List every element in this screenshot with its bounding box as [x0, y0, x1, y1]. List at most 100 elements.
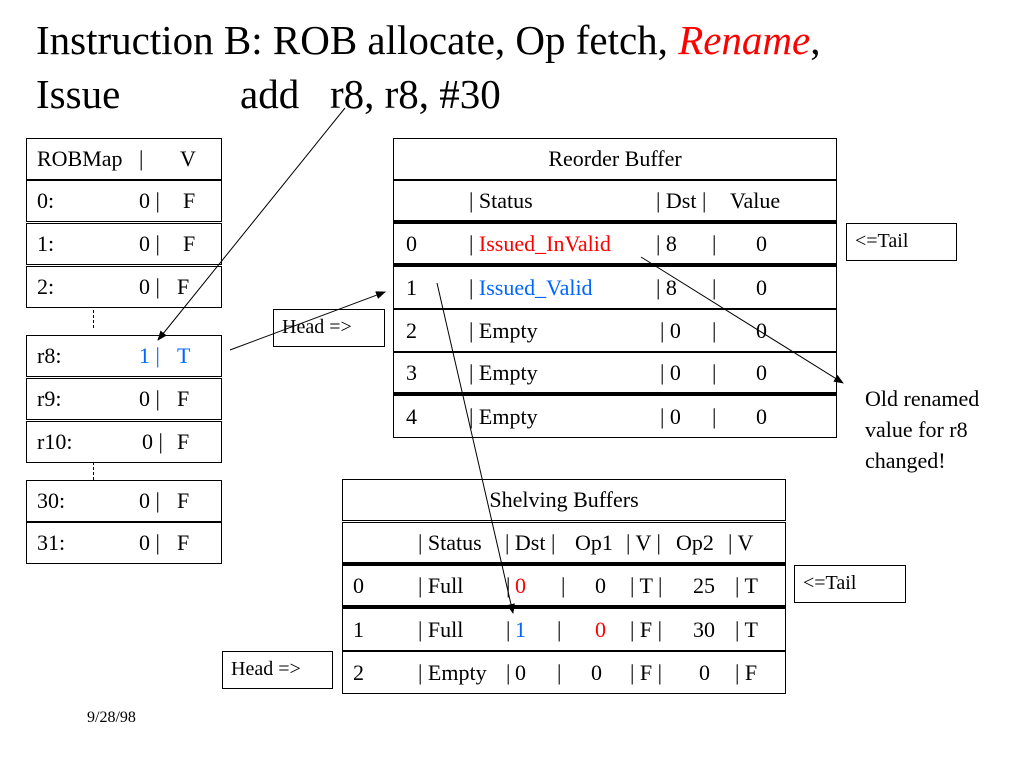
sb-v2: | F — [735, 659, 758, 685]
rob-status: | Empty — [469, 403, 538, 429]
sb-op2: 30 — [693, 616, 715, 642]
sb-sep: | — [506, 572, 511, 598]
robmap-rob-index: 0 | — [139, 488, 160, 513]
robmap-reg: 2: — [37, 274, 55, 299]
sb-dst: 0 — [515, 572, 526, 598]
rob-col-value: Value — [730, 187, 781, 213]
robmap-reg: r10: — [37, 429, 73, 454]
shelving-title-text: Shelving Buffers — [489, 487, 639, 512]
title-instruction: add r8, r8, #30 — [240, 71, 501, 117]
sb-row: 0 | Full | 0 | 0 | T | 25 | T — [342, 565, 786, 608]
sb-status: | Empty — [418, 659, 487, 685]
robmap-reg: r9: — [37, 386, 62, 411]
robmap-row: 0: 0 | F — [26, 180, 222, 222]
robmap-valid: F — [183, 188, 196, 213]
rob-dst: | 8 — [656, 230, 677, 256]
sb-v1: | F | — [630, 616, 663, 642]
sb-sep: | — [561, 572, 566, 598]
robmap-row: 2: 0 | F — [26, 266, 222, 308]
rob-row: 1 | Issued_Valid | 8 | 0 — [393, 266, 837, 309]
sb-dst: 0 — [515, 659, 526, 685]
sb-col-op1: Op1 — [575, 529, 613, 555]
title-comma: , — [810, 17, 821, 63]
rob-row: 4 | Empty | 0 | 0 — [393, 395, 837, 438]
ellipsis-divider — [93, 310, 94, 328]
rob-col-status: | Status — [469, 187, 533, 213]
sb-dst: 1 — [515, 616, 526, 642]
sb-status: | Full — [418, 572, 464, 598]
robmap-rob-index: 0 | — [142, 429, 163, 454]
rob-header: | Status| Dst |Value — [393, 180, 837, 223]
robmap-row: r9: 0 | F — [26, 378, 222, 420]
rob-index: 1 — [406, 274, 417, 300]
robmap-reg: r8: — [37, 343, 62, 368]
robmap-valid: F — [183, 231, 196, 256]
robmap-rob-index: 0 | — [139, 386, 160, 411]
arrow-rob1-to-sb-dst — [436, 282, 515, 614]
title-issue: Issue — [36, 71, 121, 117]
robmap-rob-index: 1 | — [139, 343, 160, 368]
rob-row: 0 | Issued_InValid | 8 | 0 — [393, 223, 837, 266]
robmap-header-v: V — [180, 146, 196, 171]
arrow-r8-to-robmap — [157, 107, 346, 341]
sb-col-v1: | V | — [626, 529, 661, 555]
robmap-valid: F — [177, 429, 190, 454]
rob-sep: | — [712, 274, 717, 300]
robmap-header-label: ROBMap | — [37, 146, 144, 171]
sb-status: | Full — [418, 616, 464, 642]
sb-sep: | — [557, 659, 562, 685]
robmap-reg: 31: — [37, 530, 66, 555]
rob-index: 3 — [406, 359, 417, 385]
robmap-rob-index: 0 | — [139, 274, 160, 299]
rob-index: 4 — [406, 403, 417, 429]
robmap-rob-index: 0 | — [139, 231, 160, 256]
sb-sep: | — [557, 616, 562, 642]
sb-op1: 0 — [595, 572, 606, 598]
rob-status: | Empty — [469, 359, 538, 385]
sb-sep: | — [506, 659, 511, 685]
arrow-rob0-to-note — [640, 256, 844, 384]
sb-tail-label: <=Tail — [794, 565, 906, 603]
rob-value: 0 — [756, 230, 767, 256]
sb-row: 1 | Full | 1 | 0 | F | 30 | T — [342, 608, 786, 651]
robmap-valid: F — [177, 488, 190, 513]
rob-sep: | — [712, 317, 717, 343]
robmap-valid: T — [177, 343, 191, 368]
rob-index: 2 — [406, 317, 417, 343]
rob-sep: | — [712, 403, 717, 429]
robmap-row: r8: 1 | T — [26, 335, 222, 377]
rob-value: 0 — [756, 403, 767, 429]
rob-row: 3 | Empty | 0 | 0 — [393, 352, 837, 395]
slide-title-line1: Instruction B: ROB allocate, Op fetch, R… — [36, 16, 821, 64]
robmap-rob-index: 0 | — [139, 188, 160, 213]
robmap-reg: 1: — [37, 231, 55, 256]
sb-row: 2 | Empty | 0 | 0 | F | 0 | F — [342, 651, 786, 694]
robmap-valid: F — [177, 530, 190, 555]
robmap-valid: F — [177, 386, 190, 411]
rob-sep: | — [712, 359, 717, 385]
title-text: Instruction B: ROB allocate, Op fetch, — [36, 17, 679, 63]
rob-value: 0 — [756, 359, 767, 385]
sb-col-status: | Status — [418, 529, 482, 555]
rob-row: 2 | Empty | 0 | 0 — [393, 309, 837, 352]
sb-v2: | T — [735, 616, 758, 642]
rob-dst: | 0 — [660, 359, 681, 385]
rob-status: | Empty — [469, 317, 538, 343]
rob-dst: | 0 — [660, 403, 681, 429]
rob-status: | Issued_InValid — [469, 230, 611, 256]
robmap-row: r10: 0 | F — [26, 421, 222, 463]
sb-index: 2 — [353, 659, 364, 685]
sb-col-dst: | Dst | — [505, 529, 556, 555]
sb-head-label: Head => — [222, 651, 333, 689]
robmap-row: 30: 0 | F — [26, 480, 222, 522]
sb-op2: 25 — [693, 572, 715, 598]
sb-v1: | T | — [630, 572, 663, 598]
ellipsis-divider — [93, 462, 94, 480]
robmap-row: 31: 0 | F — [26, 522, 222, 564]
sb-col-v2: | V — [728, 529, 754, 555]
rob-sep: | — [712, 230, 717, 256]
robmap-rob-index: 0 | — [139, 530, 160, 555]
arrow-robmap-r8-to-rob1 — [229, 291, 386, 351]
